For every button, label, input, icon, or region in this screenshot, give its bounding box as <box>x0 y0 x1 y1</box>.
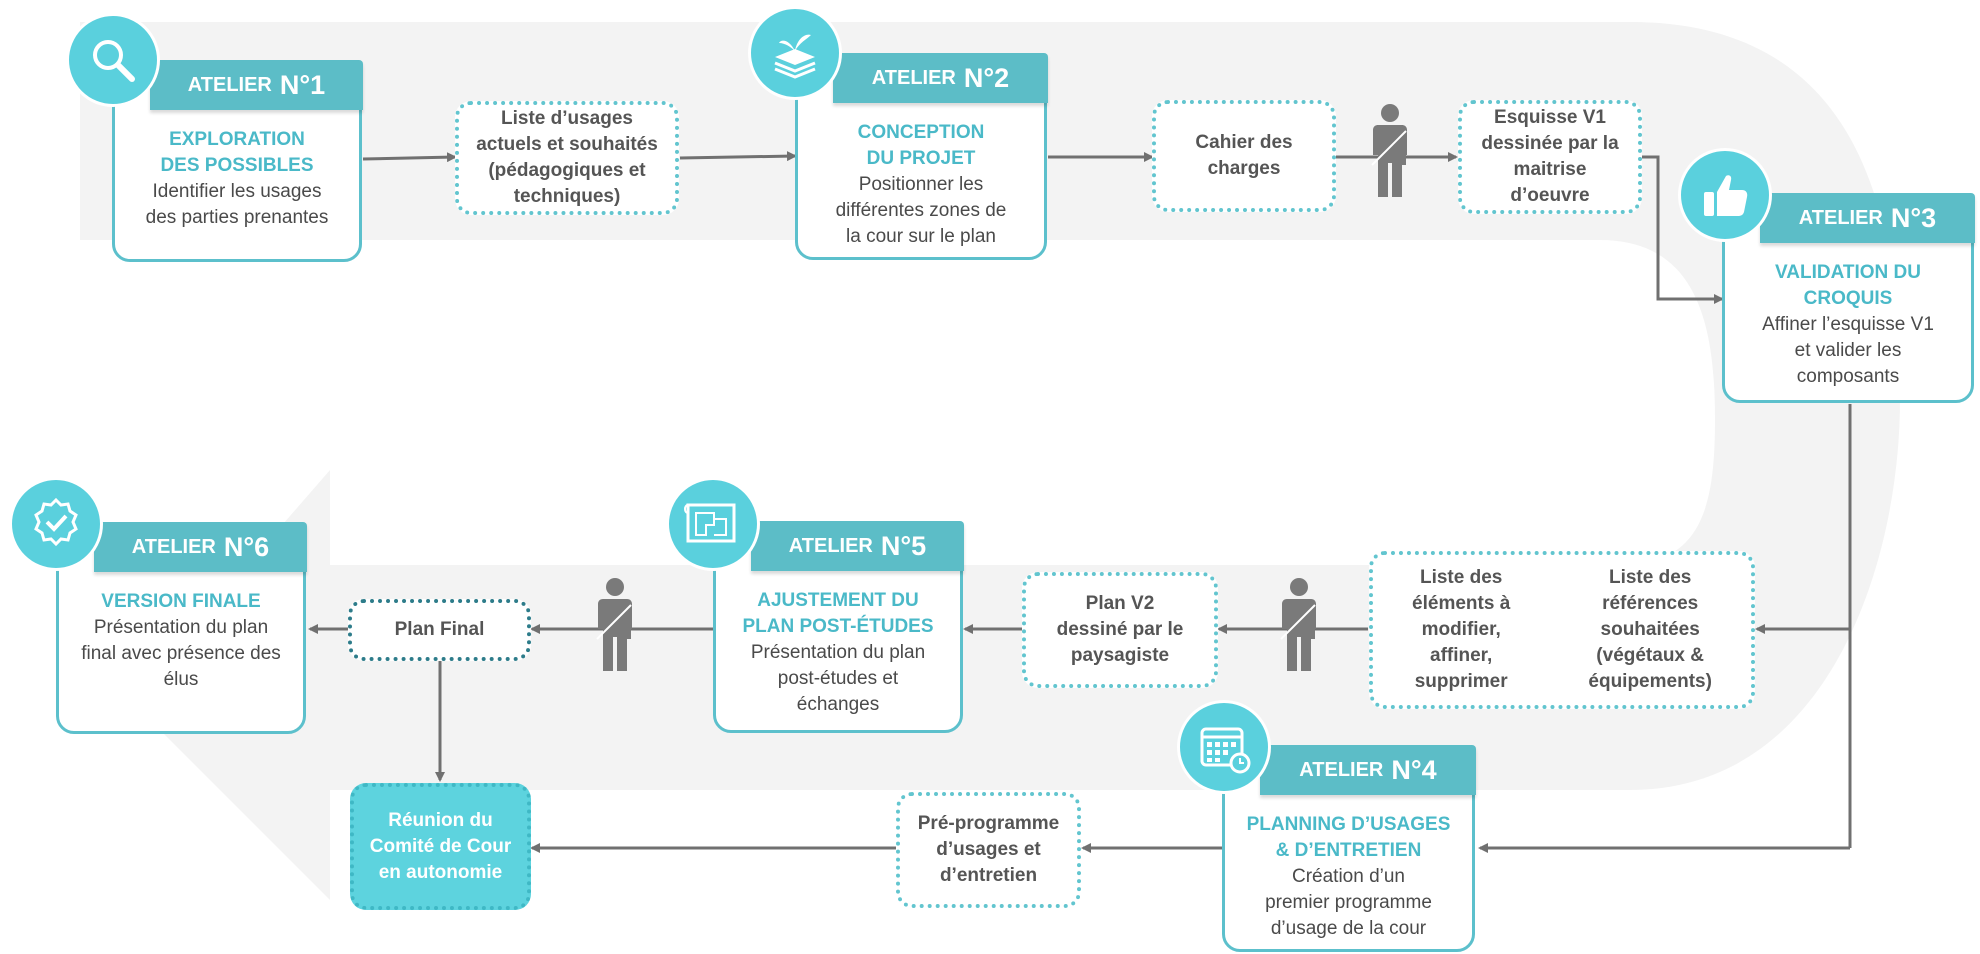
person-icon <box>1280 578 1316 671</box>
atelier-3-header: ATELIER N°3 <box>1760 193 1975 243</box>
atelier-1-header: ATELIER N°1 <box>150 60 363 110</box>
atelier-label: ATELIER <box>871 67 956 89</box>
atelier-title: VERSION FINALE <box>101 591 261 612</box>
atelier-description: Affiner l’esquisse V1 et valider les com… <box>1762 314 1934 387</box>
atelier-number: N°1 <box>279 70 326 100</box>
atelier-title: PLANNING D’USAGES & D’ENTRETIEN <box>1246 814 1451 861</box>
atelier-title: CONCEPTION DU PROJET <box>857 122 985 169</box>
atelier-label: ATELIER <box>187 74 272 96</box>
atelier-3-card: ATELIER N°3 VALIDATION DU CROQUIS Affiner … <box>1722 193 1975 403</box>
atelier-title: VALIDATION DU CROQUIS <box>1774 262 1921 309</box>
reunion-comite-box: Réunion du Comité de Cour en autonomie <box>350 783 531 910</box>
atelier-label: ATELIER <box>131 536 216 558</box>
atelier-number: N°4 <box>1391 755 1437 785</box>
atelier-number: N°6 <box>223 532 270 562</box>
atelier-title: AJUSTEMENT DU PLAN POST-ÉTUDES <box>742 590 934 637</box>
atelier-description: Présentation du plan final avec présence… <box>81 617 281 690</box>
atelier-description: Présentation du plan post-études et écha… <box>750 642 926 715</box>
plant-layers-icon <box>748 6 842 100</box>
thumbs-up-icon <box>1678 148 1772 242</box>
atelier-4-card: ATELIER N°4 PLANNING D’USAGES & D’ENTRETI… <box>1222 745 1476 952</box>
person-icon <box>596 578 632 671</box>
arrow-liste-to-atelier2 <box>679 151 797 162</box>
atelier-2-header: ATELIER N°2 <box>833 53 1048 103</box>
cahier-des-charges-box: Cahier des charges <box>1152 100 1336 212</box>
certificate-icon <box>9 477 103 571</box>
atelier-number: N°2 <box>963 63 1010 93</box>
atelier-6-card: ATELIER N°6 VERSION FINALE Présentation du… <box>56 522 307 734</box>
person-icon <box>1371 104 1407 197</box>
atelier-6-header: ATELIER N°6 <box>94 522 307 572</box>
blueprint-icon <box>666 477 760 571</box>
atelier-2-card: ATELIER N°2 CONCEPTION DU PROJET Positionn… <box>795 53 1048 260</box>
atelier-4-header: ATELIER N°4 <box>1260 745 1476 795</box>
atelier-description: Création d’un premier programme d’usage … <box>1265 866 1432 939</box>
liste-references-text: Liste des références souhaitées (végétau… <box>1588 567 1712 692</box>
calendar-icon <box>1177 700 1271 794</box>
arrow-atelier1-to-liste <box>362 152 457 163</box>
esquisse-v1-box: Esquisse V1 dessinée par la maitrise d’o… <box>1458 100 1642 214</box>
atelier-5-card: ATELIER N°5 AJUSTEMENT DU PLAN POST-ÉTUDE… <box>713 521 964 733</box>
atelier-number: N°3 <box>1890 203 1937 233</box>
pre-programme-box: Pré-programme d’usages et d’entretien <box>896 792 1081 908</box>
magnifier-icon <box>66 13 160 107</box>
atelier-label: ATELIER <box>788 535 873 557</box>
arrow-esquisse-to-atelier3 <box>1642 155 1724 304</box>
atelier-description: Positionner les différentes zones de la … <box>835 174 1007 247</box>
atelier-5-header: ATELIER N°5 <box>751 521 964 571</box>
plan-v2-box: Plan V2 dessiné par le paysagiste <box>1022 572 1218 688</box>
listes-box: Liste des éléments à modifier, affiner, … <box>1369 551 1755 709</box>
plan-final-box: Plan Final <box>348 599 531 661</box>
atelier-title: EXPLORATION DES POSSIBLES <box>160 129 314 176</box>
atelier-label: ATELIER <box>1798 207 1883 229</box>
liste-usages-box: Liste d’usages actuels et souhaités (péd… <box>455 101 679 215</box>
atelier-1-card: ATELIER N°1 EXPLORATION DES POSSIBLES Iden… <box>112 60 363 262</box>
atelier-label: ATELIER <box>1299 759 1384 781</box>
atelier-description: Identifier les usages des parties prenan… <box>145 181 329 228</box>
atelier-number: N°5 <box>880 531 927 561</box>
liste-elements-text: Liste des éléments à modifier, affiner, … <box>1412 567 1511 692</box>
